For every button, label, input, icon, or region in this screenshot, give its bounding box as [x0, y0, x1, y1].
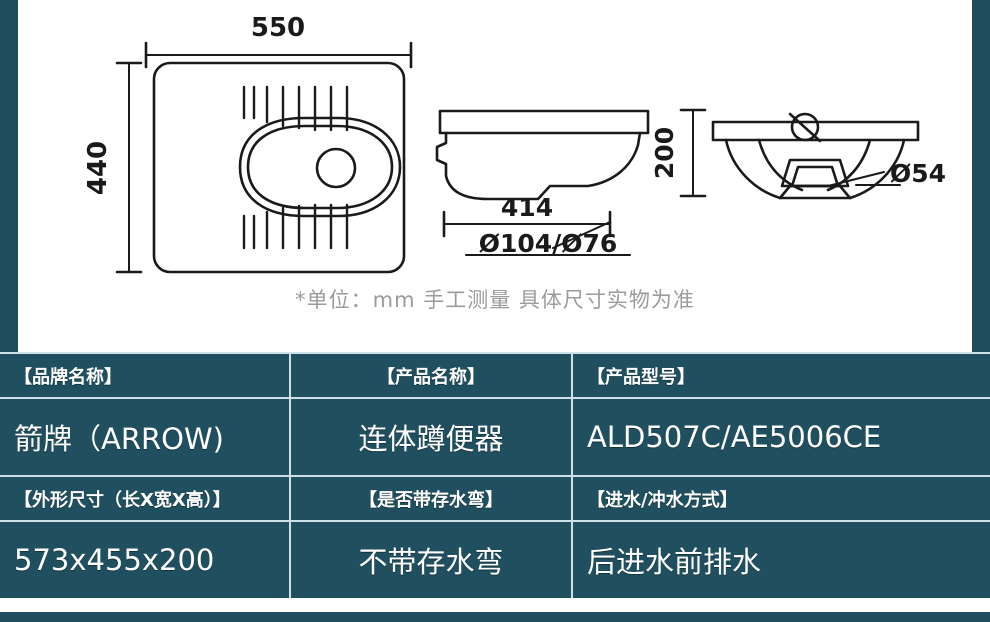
- cell-dimensions-value: 573x455x200: [0, 520, 291, 600]
- anti-slip-ribs-top: [242, 85, 349, 132]
- table-row: 【外形尺寸（长X宽X高）】 【是否带存水弯】 【进水/冲水方式】: [0, 475, 990, 521]
- cell-brand-value: 箭牌（ARROW): [0, 397, 291, 476]
- anti-slip-ribs-bottom: [242, 203, 349, 250]
- front-view-section: [711, 112, 920, 200]
- spec-table-container: 【品牌名称】 【产品名称】 【产品型号】 箭牌（ARROW) 连体蹲便器 ALD…: [0, 352, 990, 600]
- cell-dimensions-header: 【外形尺寸（长X宽X高）】: [0, 475, 291, 521]
- cell-water-header: 【进水/冲水方式】: [572, 475, 990, 521]
- top-view-width-dimension: [144, 41, 413, 69]
- top-view-height-dimension: [115, 61, 143, 274]
- cell-model-value: ALD507C/AE5006CE: [572, 397, 990, 476]
- spec-table: 【品牌名称】 【产品名称】 【产品型号】 箭牌（ARROW) 连体蹲便器 ALD…: [0, 352, 990, 600]
- cell-product-name-value: 连体蹲便器: [290, 397, 573, 476]
- bowl-outline-outer: [238, 116, 402, 218]
- bottom-white-gap: [0, 598, 990, 612]
- unit-note: *单位：mm 手工测量 具体尺寸实物为准: [295, 288, 695, 312]
- inlet-leader-line: [827, 171, 885, 187]
- side-view-height-label: 200: [650, 127, 679, 179]
- table-row: 【品牌名称】 【产品名称】 【产品型号】: [0, 352, 990, 398]
- bowl-outline-inner: [246, 124, 394, 210]
- cell-trap-value: 不带存水弯: [290, 520, 573, 600]
- top-view-width-label: 550: [251, 13, 305, 43]
- side-view-height-dimension: [679, 108, 707, 198]
- outlet-leader-line: [552, 221, 611, 249]
- technical-drawing: 550 440 414 Ø104/Ø76 200 Ø54: [83, 13, 946, 274]
- cell-brand-header: 【品牌名称】: [0, 352, 291, 398]
- table-row: 箭牌（ARROW) 连体蹲便器 ALD507C/AE5006CE: [0, 397, 990, 476]
- side-view-length-dimension: [442, 210, 612, 238]
- pan-outline: [152, 61, 406, 274]
- cell-trap-header: 【是否带存水弯】: [290, 475, 573, 521]
- side-view-profile: [435, 109, 650, 201]
- top-view-height-label: 440: [83, 141, 113, 195]
- table-row: 573x455x200 不带存水弯 后进水前排水: [0, 520, 990, 600]
- drain-hole: [315, 147, 357, 189]
- side-view-length-label: 414: [501, 193, 553, 222]
- dimension-diagram-panel: 550 440 414 Ø104/Ø76 200 Ø54 *单位：mm 手工测量…: [18, 0, 972, 349]
- front-view-inlet-label: Ø54: [890, 159, 946, 188]
- bottom-teal-bar: [0, 612, 990, 622]
- cell-product-name-header: 【产品名称】: [290, 352, 573, 398]
- side-view-outlet-label: Ø104/Ø76: [479, 229, 618, 258]
- cell-water-value: 后进水前排水: [572, 520, 990, 600]
- cell-model-header: 【产品型号】: [572, 352, 990, 398]
